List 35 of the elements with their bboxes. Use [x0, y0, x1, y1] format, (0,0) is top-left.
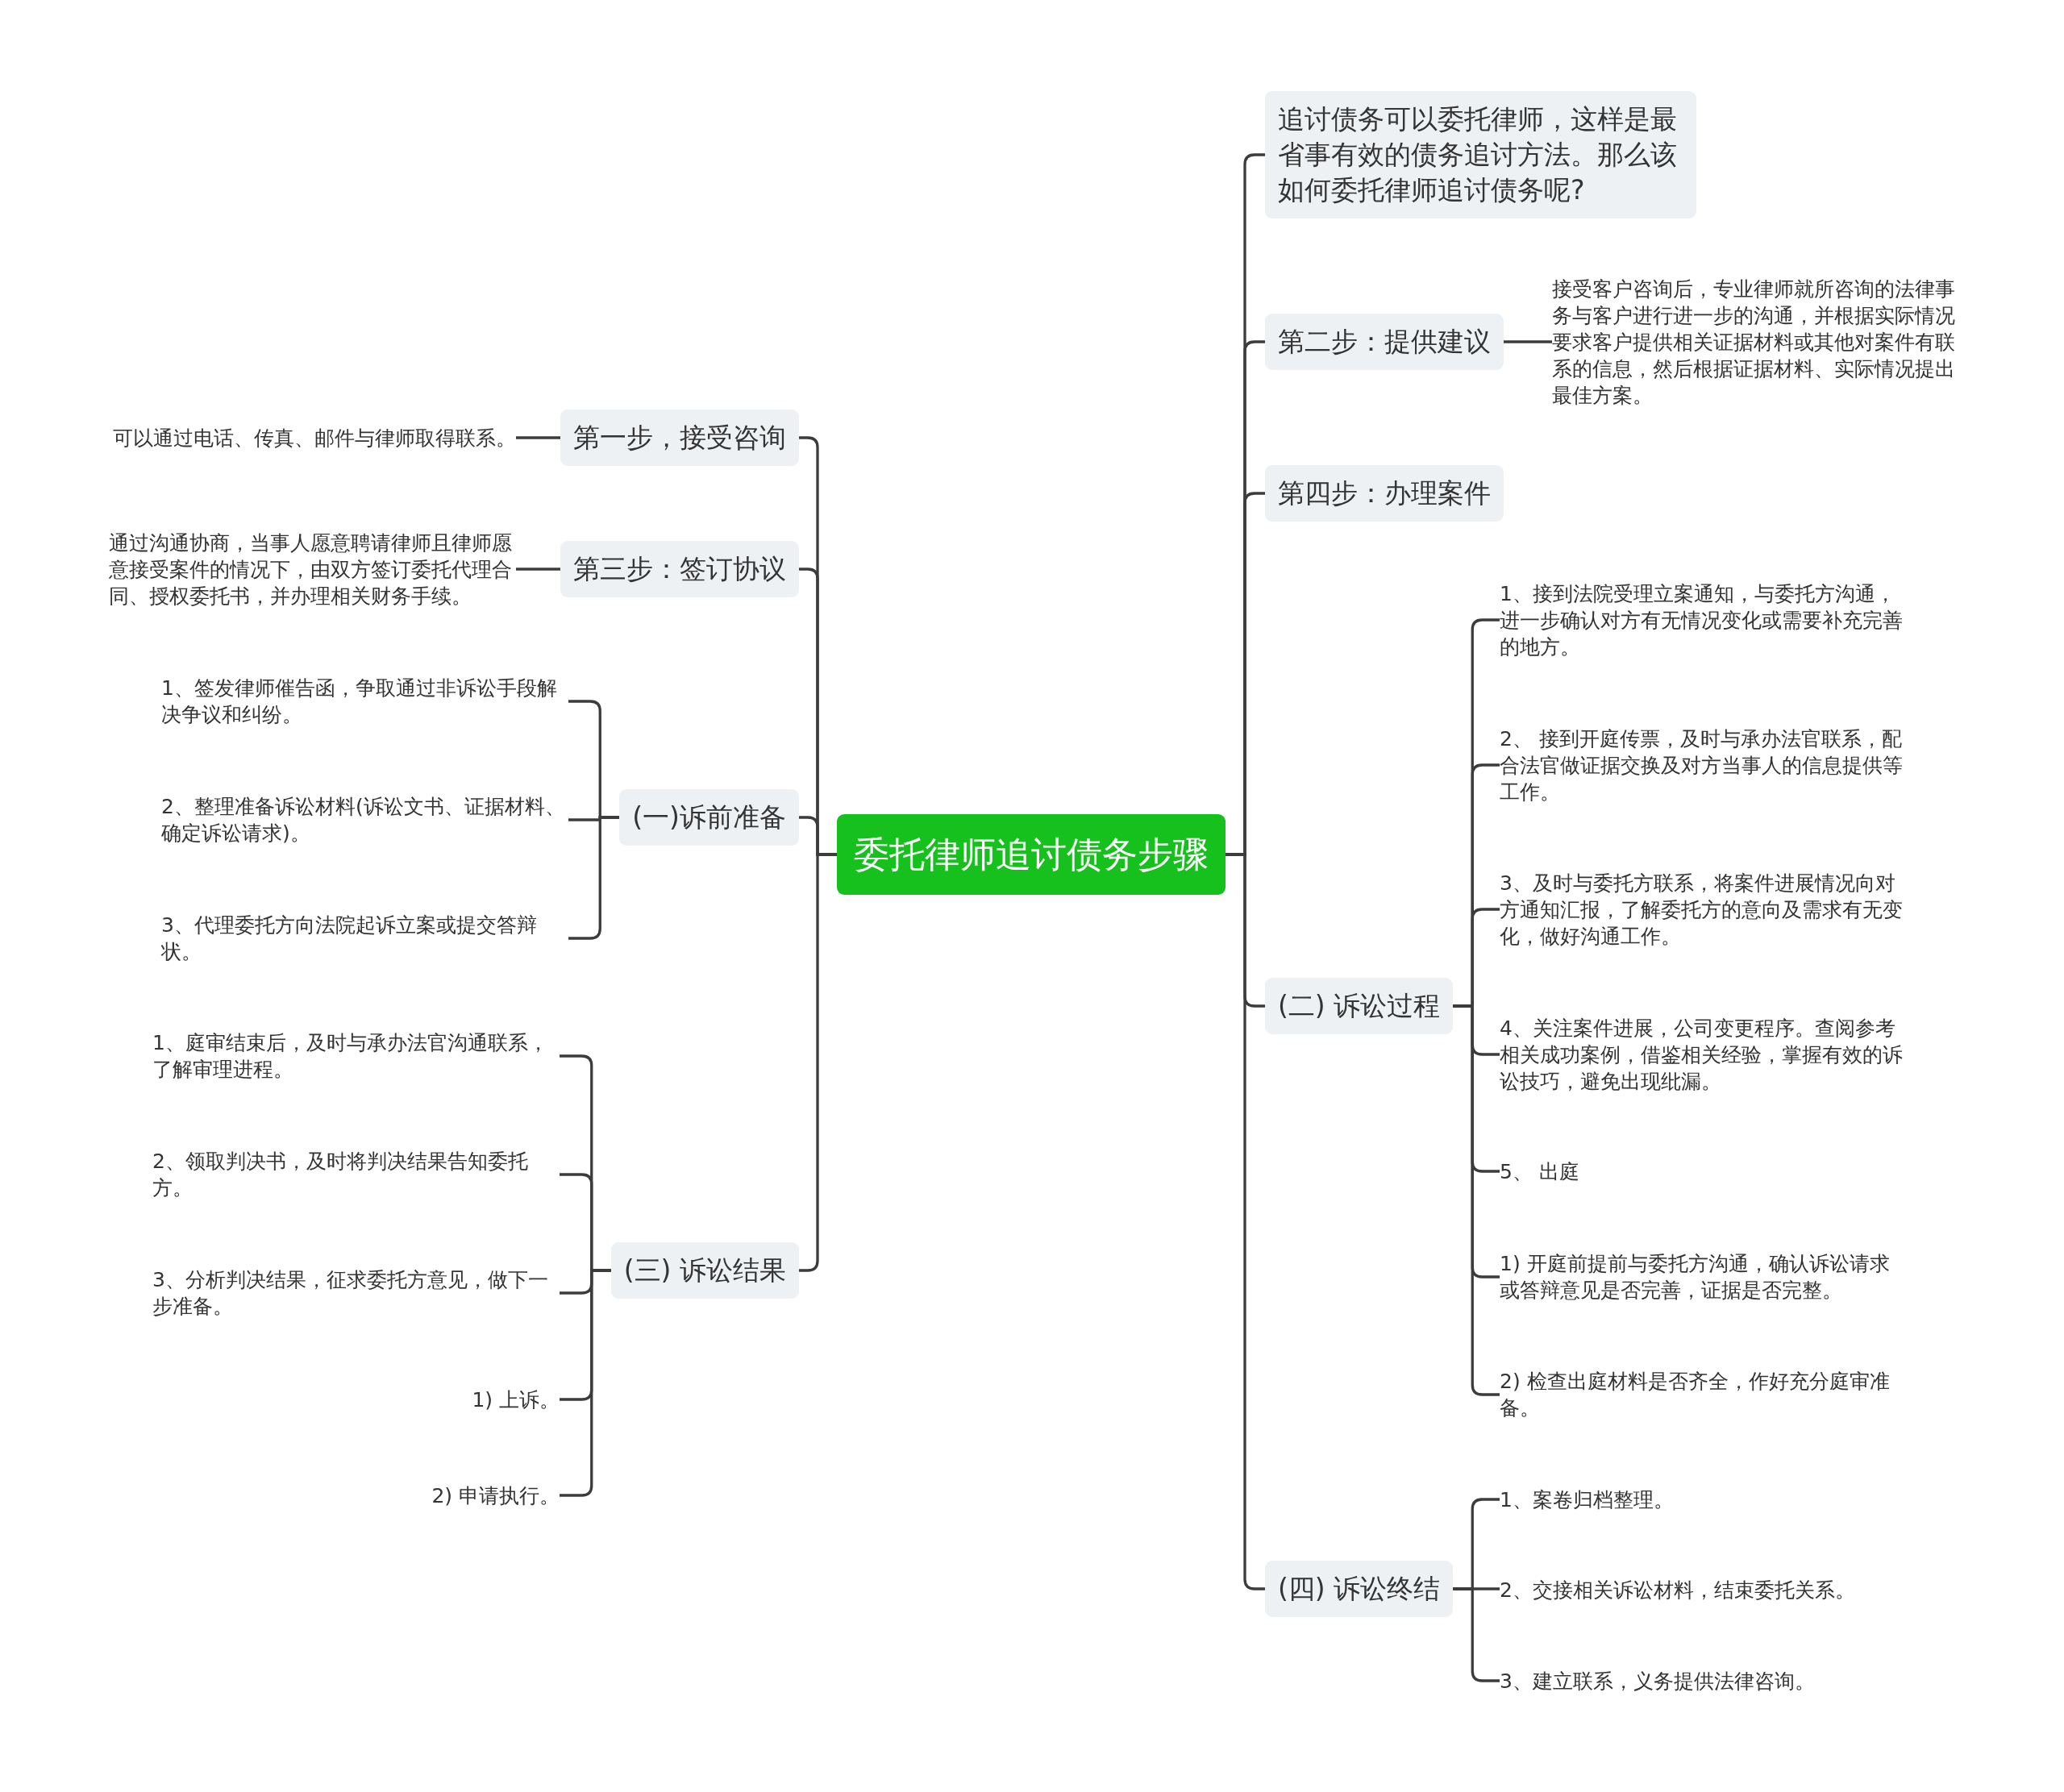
branch-topic: (四) 诉讼终结 — [1265, 1561, 1454, 1617]
branch-topic: 第三步：签订协议 — [560, 541, 799, 597]
connector-line — [516, 436, 560, 439]
note-text: 2) 检查出庭材料是否齐全，作好充分庭审准备。 — [1500, 1368, 1907, 1421]
note-text: 1、接到法院受理立案通知，与委托方沟通，进一步确认对方有无情况变化或需要补充完善的地方。 — [1500, 580, 1907, 660]
note-text: 2) 申请执行。 — [431, 1482, 560, 1509]
branch-topic: (二) 诉讼过程 — [1265, 978, 1454, 1034]
connector-line — [516, 568, 560, 571]
branch-topic: (一)诉前准备 — [619, 789, 799, 846]
note-text: 接受客户咨询后，专业律师就所咨询的法律事务与客户进行进一步的沟通，并根据实际情况要求客户提供相关证据材料或其他对案件有联系的信息，然后根据证据材料、实际情况提出最佳方案。 — [1552, 275, 1963, 409]
branch-topic: 第一步，接受咨询 — [560, 410, 799, 466]
note-text: 5、 出庭 — [1500, 1158, 1579, 1185]
note-text: 4、关注案件进展，公司变更程序。查阅参考相关成功案例，借鉴相关经验，掌握有效的诉讼技巧，避免出现纰漏。 — [1500, 1014, 1907, 1095]
central-topic: 委托律师追讨债务步骤 — [837, 814, 1226, 895]
note-text: 2、领取判决书，及时将判决结果告知委托方。 — [152, 1148, 560, 1201]
note-text: 3、及时与委托方联系，将案件进展情况向对方通知汇报，了解委托方的意向及需求有无变化，做好沟通工作。 — [1500, 869, 1907, 950]
branch-topic: 第二步：提供建议 — [1265, 314, 1504, 370]
connector-line — [568, 816, 620, 940]
note-text: 1、签发律师催告函，争取通过非诉讼手段解决争议和纠纷。 — [161, 675, 568, 728]
note-text: 1) 上诉。 — [472, 1386, 560, 1413]
note-text: 1) 开庭前提前与委托方沟通，确认诉讼请求或答辩意见是否完善，证据是否完整。 — [1500, 1250, 1907, 1303]
note-text: 1、庭审结束后，及时与承办法官沟通联系，了解审理进程。 — [152, 1029, 560, 1083]
note-text: 2、整理准备诉讼材料(诉讼文书、证据材料、确定诉讼请求)。 — [161, 793, 568, 846]
branch-topic: 追讨债务可以委托律师，这样是最省事有效的债务追讨方法。那么该如何委托律师追讨债务呢? — [1265, 91, 1696, 218]
note-text: 2、 接到开庭传票，及时与承办法官联系，配合法官做证据交换及对方当事人的信息提供等工作。 — [1500, 725, 1907, 805]
note-text: 通过沟通协商，当事人愿意聘请律师且律师愿意接受案件的情况下，由双方签订委托代理合同、授权委托书，并办理相关财务手续。 — [109, 529, 516, 609]
note-text: 3、建立联系，义务提供法律咨询。 — [1500, 1667, 1815, 1694]
connector-line — [1504, 340, 1552, 343]
branch-topic: 第四步：办理案件 — [1265, 465, 1504, 522]
note-text: 3、分析判决结果，征求委托方意见，做下一步准备。 — [152, 1266, 560, 1320]
note-text: 2、交接相关诉讼材料，结束委托关系。 — [1500, 1576, 1855, 1603]
note-text: 3、代理委托方向法院起诉立案或提交答辩状。 — [161, 912, 568, 965]
note-text: 1、案卷归档整理。 — [1500, 1486, 1674, 1513]
branch-topic: (三) 诉讼结果 — [610, 1242, 799, 1299]
note-text: 可以通过电话、传真、邮件与律师取得联系。 — [113, 424, 516, 451]
